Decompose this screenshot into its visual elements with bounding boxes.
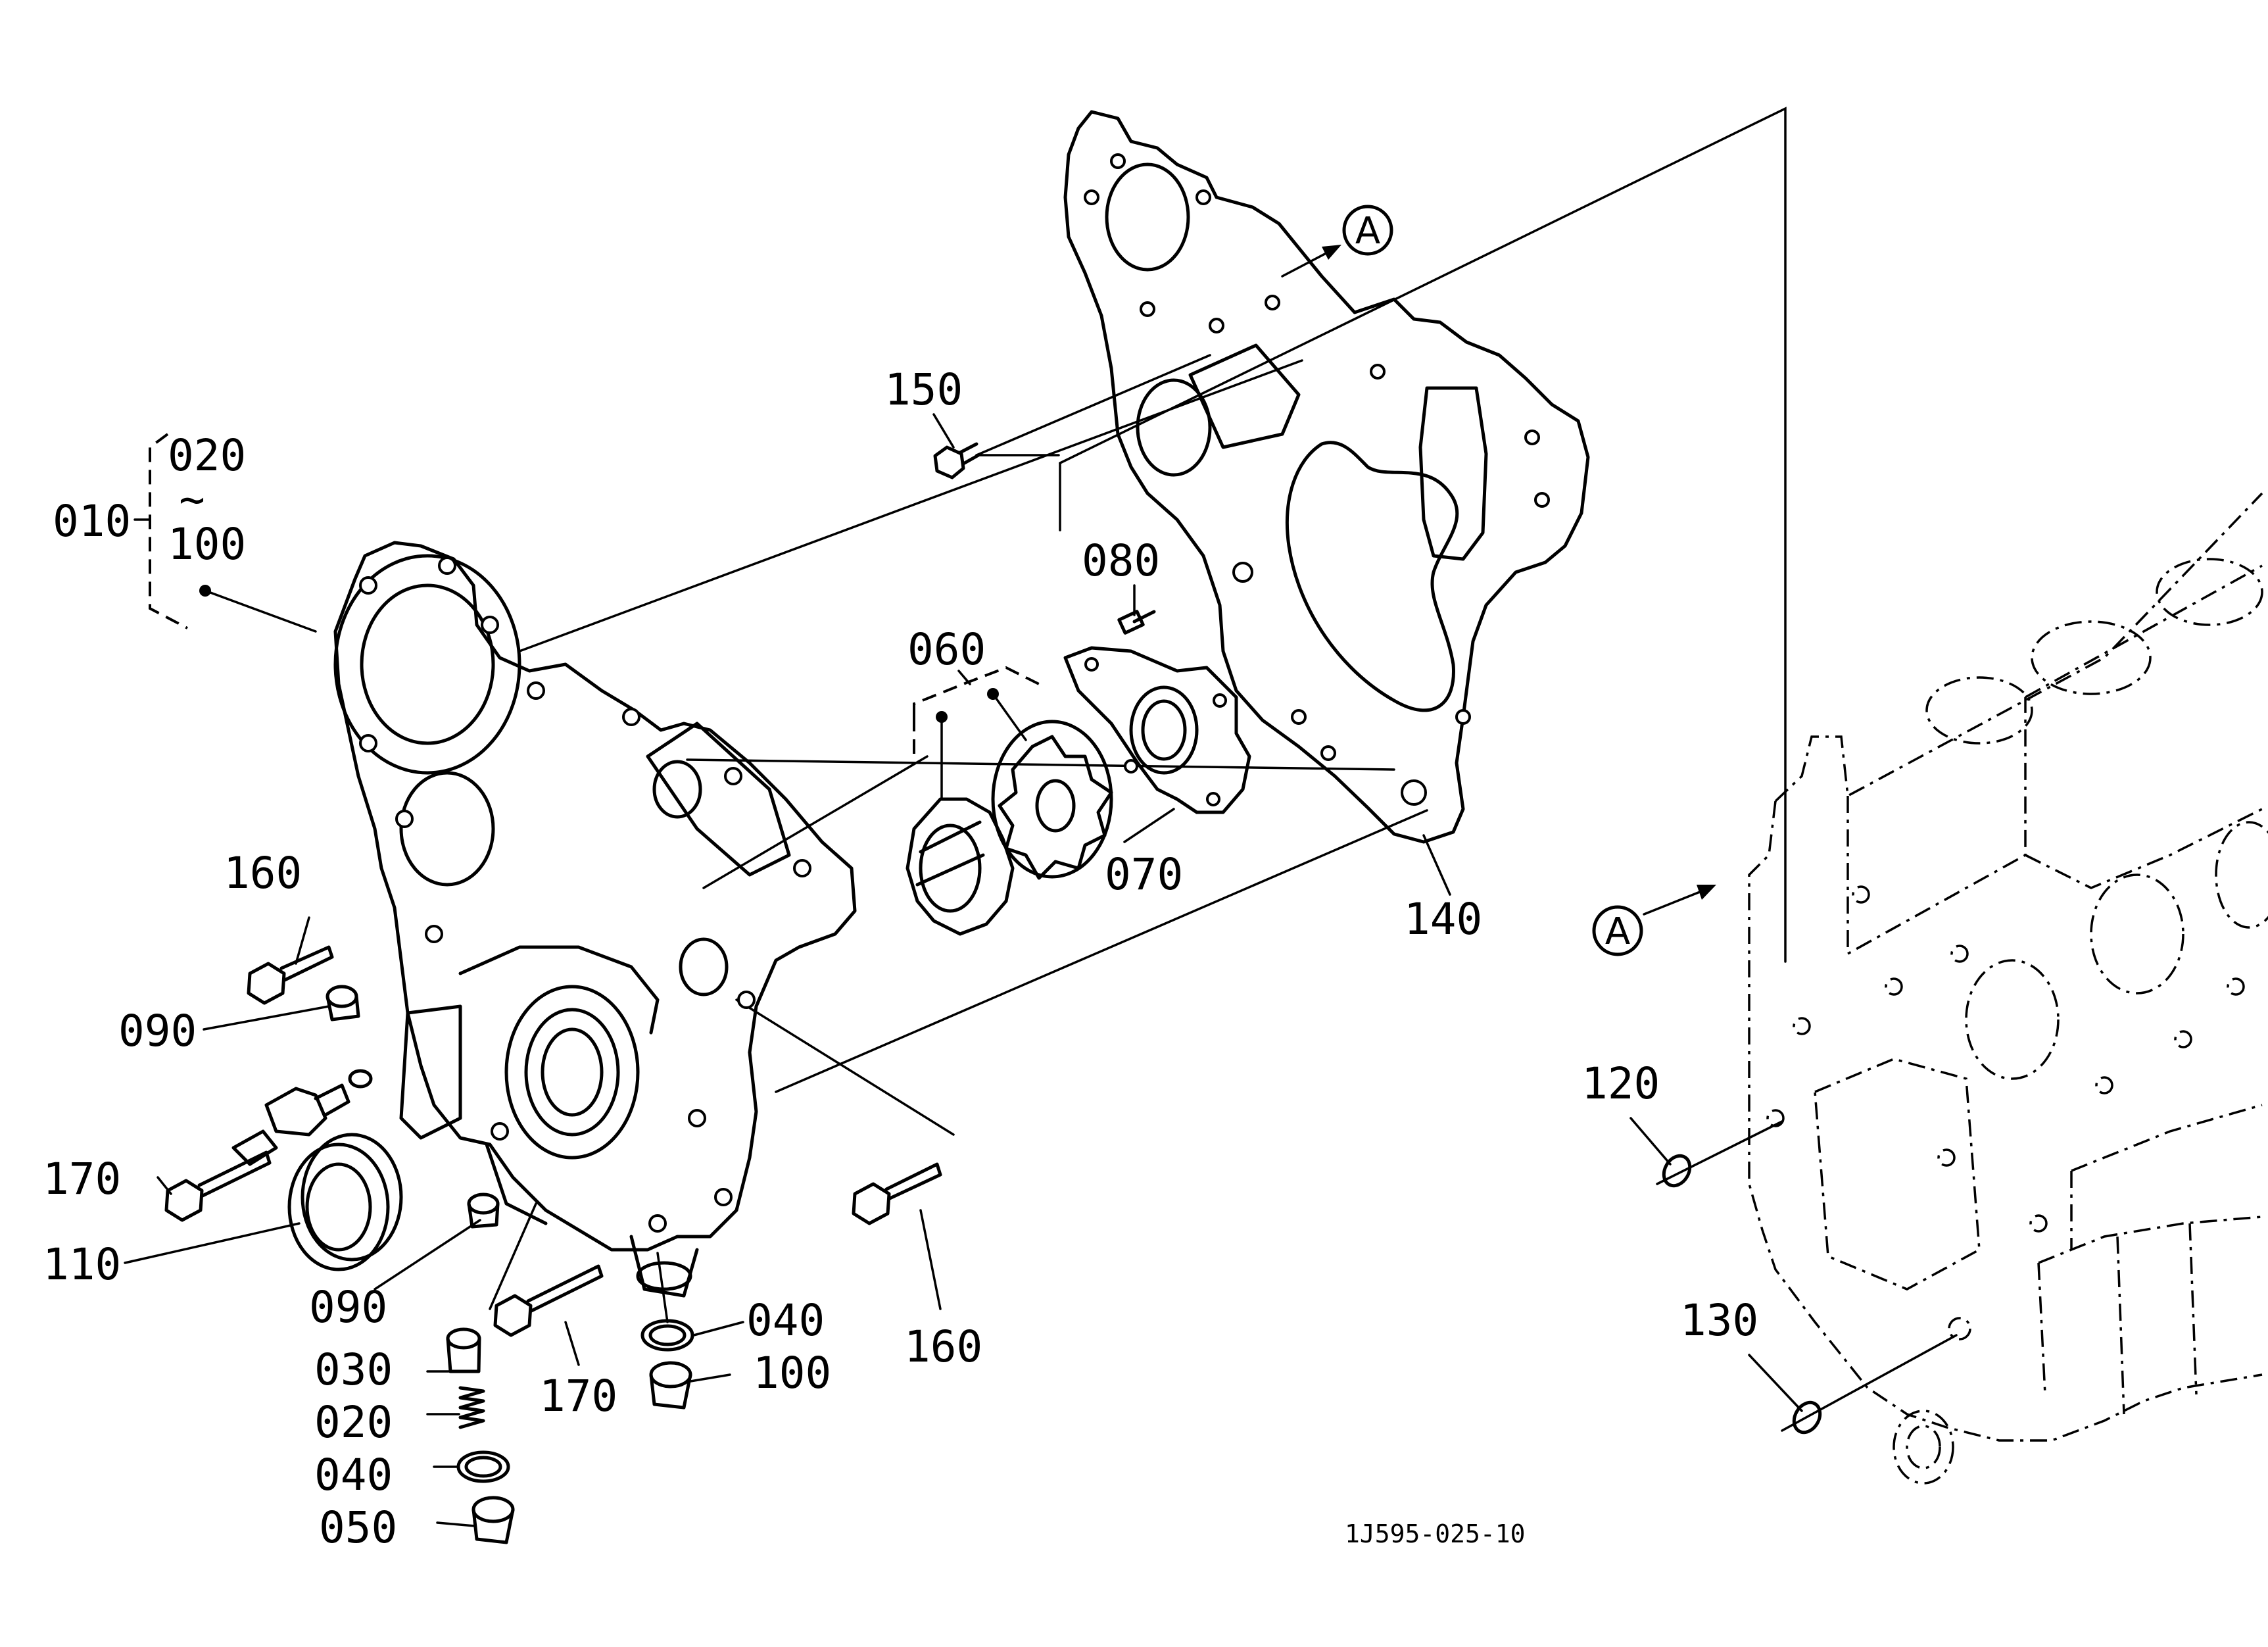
callout-a-upper-symbol: A bbox=[1355, 210, 1380, 253]
label-060: 060 bbox=[907, 624, 986, 675]
label-070: 070 bbox=[1105, 849, 1183, 900]
label-040-upper: 040 bbox=[746, 1295, 825, 1346]
o-ring-130 bbox=[1792, 1400, 1822, 1435]
label-090-lower: 090 bbox=[309, 1282, 387, 1333]
label-range-to: 100 bbox=[168, 519, 246, 570]
label-160-right: 160 bbox=[904, 1321, 982, 1372]
pump-cover-070 bbox=[1063, 646, 1251, 814]
plug-090-lower bbox=[467, 1192, 500, 1229]
gasket-040-lower bbox=[456, 1450, 510, 1483]
o-ring-120 bbox=[1662, 1154, 1692, 1188]
label-030: 030 bbox=[314, 1344, 393, 1395]
part-labels: 150 080 060 070 140 160 090 170 110 090 … bbox=[43, 364, 1758, 1553]
bolt-170-left bbox=[164, 1150, 272, 1222]
label-100: 100 bbox=[753, 1348, 831, 1398]
label-040-lower: 040 bbox=[314, 1450, 393, 1500]
assembly-lines bbox=[518, 107, 1787, 1136]
label-150: 150 bbox=[884, 364, 963, 415]
plug-090-upper bbox=[326, 985, 360, 1021]
gasket-040-upper bbox=[640, 1319, 694, 1352]
callout-a-upper: A bbox=[1281, 205, 1393, 278]
callout-a-lower: A bbox=[1592, 885, 1716, 956]
label-range-sep: ~ bbox=[179, 474, 205, 525]
cylinder-block bbox=[1748, 492, 2268, 1485]
oil-pump-rotor-outer bbox=[991, 720, 1113, 880]
label-170-lower: 170 bbox=[539, 1371, 617, 1421]
leader-lines bbox=[124, 413, 1958, 1527]
label-range-from: 020 bbox=[168, 430, 246, 481]
callout-a-lower-symbol: A bbox=[1605, 910, 1630, 953]
label-140: 140 bbox=[1404, 894, 1482, 945]
relief-valve-030 bbox=[446, 1327, 481, 1373]
label-090-upper: 090 bbox=[118, 1006, 197, 1056]
plug-050 bbox=[471, 1496, 515, 1544]
label-080: 080 bbox=[1082, 535, 1160, 586]
bolt-170-lower bbox=[493, 1264, 604, 1337]
screw-080 bbox=[1117, 610, 1156, 635]
bolt-160-left bbox=[247, 945, 334, 1005]
bolt-160-right bbox=[852, 1162, 942, 1225]
oil-pressure-sensor bbox=[231, 1069, 373, 1166]
bracket-060 bbox=[913, 666, 1040, 800]
gear-case-cover bbox=[333, 541, 857, 1252]
label-050: 050 bbox=[319, 1502, 397, 1553]
spring-020 bbox=[458, 1386, 485, 1429]
bolt-150 bbox=[933, 442, 980, 479]
label-020: 020 bbox=[314, 1397, 393, 1448]
label-130: 130 bbox=[1680, 1295, 1758, 1346]
label-160-left: 160 bbox=[224, 848, 302, 898]
drawing-code: 1J595-025-10 bbox=[1345, 1519, 1526, 1548]
label-120: 120 bbox=[1581, 1058, 1660, 1109]
plug-100 bbox=[649, 1361, 692, 1410]
oil-pump-rotor-inner bbox=[905, 797, 1015, 936]
range-bracket-010: 010 020 ~ 100 bbox=[53, 430, 317, 633]
oil-seal-110 bbox=[287, 1133, 403, 1271]
label-170-left: 170 bbox=[43, 1154, 121, 1204]
label-010: 010 bbox=[53, 496, 131, 547]
label-110: 110 bbox=[43, 1239, 121, 1290]
plate-140 bbox=[1063, 110, 1590, 844]
